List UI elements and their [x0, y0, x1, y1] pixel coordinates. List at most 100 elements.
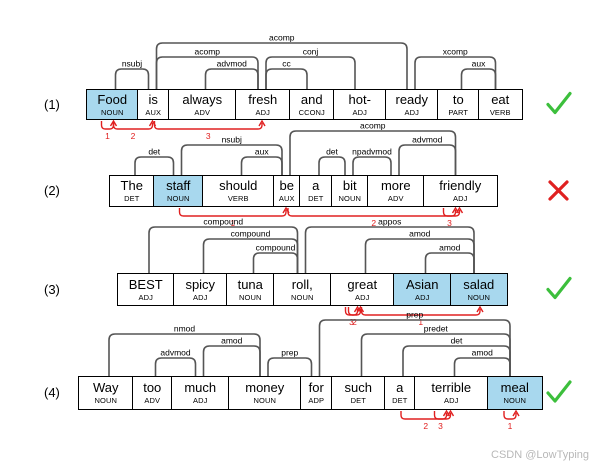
watermark: CSDN @LowTyping: [491, 449, 589, 461]
check-icon: [546, 276, 572, 300]
token-pos: ADJ: [355, 292, 370, 302]
dependency-arc: [267, 357, 313, 376]
token-pos: VERB: [489, 107, 511, 117]
dependency-arc: [240, 156, 283, 175]
dependency-arc: [134, 156, 175, 175]
token-pos: ADV: [144, 396, 161, 406]
token-word: spicy: [185, 276, 216, 292]
token-word: meal: [500, 380, 529, 396]
dependency-label: amod: [472, 348, 494, 358]
token-word: too: [143, 380, 162, 396]
red-path-label: 1: [230, 218, 235, 228]
dependency-label: acomp: [194, 47, 220, 57]
red-path-label: 2: [371, 218, 376, 228]
token-pos: DET: [124, 194, 140, 204]
dependency-arc: [114, 68, 150, 89]
red-path-arc: [442, 208, 457, 217]
token-word: salad: [463, 276, 495, 292]
token-pos: ADV: [387, 194, 404, 204]
token-pos: ADJ: [255, 107, 270, 117]
token-word: tuna: [237, 276, 263, 292]
dependency-label: prep: [281, 348, 298, 358]
dependency-label: compound: [256, 243, 296, 253]
token-pos: ADJ: [138, 292, 153, 302]
token-word: be: [279, 178, 294, 194]
token-word: great: [347, 276, 378, 292]
token-word: such: [344, 380, 372, 396]
dependency-arc: [460, 68, 497, 89]
red-arrowhead: [353, 305, 362, 313]
dependency-label: appos: [378, 217, 401, 227]
red-arrowhead: [442, 409, 451, 417]
dependency-arc: [155, 42, 408, 89]
red-path-arc: [178, 208, 287, 217]
dependency-arc: [352, 156, 392, 175]
red-path-arc: [287, 208, 461, 217]
token-word: Food: [97, 91, 128, 107]
token-pos: DET: [392, 396, 408, 406]
token-pos: NOUN: [338, 194, 361, 204]
token-pos: NOUN: [503, 396, 526, 406]
red-path-arc: [503, 411, 517, 420]
dependency-arc: [453, 357, 511, 376]
check-icon: [546, 91, 572, 115]
token-word: should: [219, 178, 258, 194]
token-word: eat: [491, 91, 510, 107]
token-pos: NOUN: [167, 194, 190, 204]
token-pos: ADV: [194, 107, 211, 117]
dependency-label: advmod: [217, 59, 248, 69]
token-pos: ADJ: [404, 107, 419, 117]
dependency-label: aux: [472, 59, 486, 69]
dependency-label: amod: [439, 243, 461, 253]
token-pos: NOUN: [291, 292, 314, 302]
token-word: hot-: [348, 91, 371, 107]
cross-icon: [548, 180, 569, 201]
dependency-label: det: [148, 147, 160, 157]
red-path-arc: [433, 411, 448, 420]
token-pos: NOUN: [239, 292, 262, 302]
dependency-arc: [204, 68, 259, 89]
dependency-arc: [318, 319, 511, 376]
red-path-arc: [360, 307, 481, 316]
token-word: a: [396, 380, 404, 396]
token-box: hot-ADJ: [333, 89, 387, 120]
dependency-arc: [154, 357, 197, 376]
red-arrowhead: [451, 206, 460, 214]
red-path-label: 3: [349, 317, 354, 327]
red-path-label: 2: [131, 131, 136, 141]
dependency-label: det: [451, 336, 463, 346]
dependency-label: acomp: [360, 121, 386, 131]
dependency-arc: [252, 252, 299, 273]
token-pos: DET: [350, 396, 366, 406]
token-word: Asian: [405, 276, 439, 292]
token-word: BEST: [128, 276, 163, 292]
dependency-arc: [414, 56, 497, 89]
token-box: roll,NOUN: [273, 273, 332, 306]
token-word: terrible: [431, 380, 472, 396]
dependency-label: advmod: [160, 348, 191, 358]
token-word: to: [452, 91, 464, 107]
token-pos: ADJ: [193, 396, 208, 406]
token-word: money: [245, 380, 285, 396]
token-pos: CCONJ: [298, 107, 325, 117]
token-word: The: [120, 178, 143, 194]
dependency-label: nsubj: [222, 135, 242, 145]
red-path-label: 1: [105, 131, 110, 141]
token-pos: ADJ: [444, 396, 459, 406]
